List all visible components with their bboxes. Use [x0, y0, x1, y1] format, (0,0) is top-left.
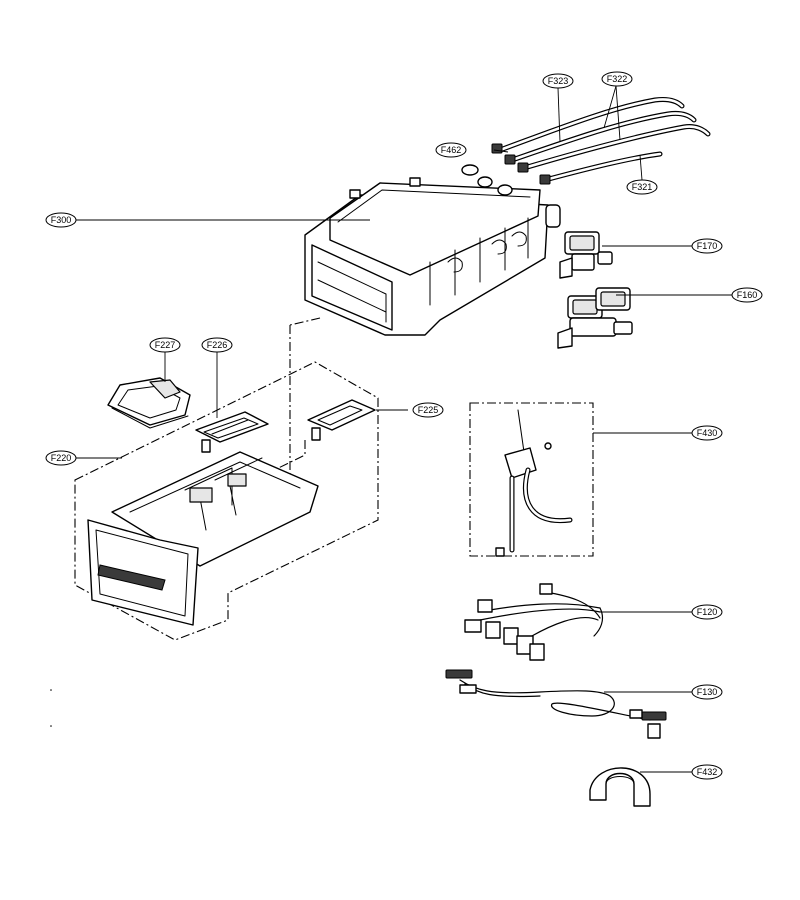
callout-F226: F226 [201, 337, 233, 353]
wire-harness-long [445, 669, 667, 739]
stray-dot [50, 689, 52, 691]
callout-label-F323: F323 [548, 76, 569, 86]
callout-F300: F300 [45, 212, 77, 228]
callout-label-F225: F225 [418, 405, 439, 415]
callout-label-F300: F300 [51, 215, 72, 225]
callout-F227: F227 [149, 337, 181, 353]
drain-hose-assembly [469, 402, 594, 557]
detergent-drawer [87, 451, 319, 626]
callout-label-F220: F220 [51, 453, 72, 463]
callout-label-F120: F120 [697, 607, 718, 617]
callout-F120: F120 [691, 604, 723, 620]
liquid-detergent-cup [107, 377, 191, 429]
callout-label-F430: F430 [697, 428, 718, 438]
callout-F430: F430 [691, 425, 723, 441]
callout-F225: F225 [412, 402, 444, 418]
stray-dot [50, 725, 52, 727]
callout-label-F160: F160 [737, 290, 758, 300]
water-valve-double [557, 287, 633, 349]
callout-F130: F130 [691, 684, 723, 700]
callout-label-F322: F322 [607, 74, 628, 84]
callout-label-F462: F462 [441, 145, 462, 155]
callout-F462: F462 [435, 142, 467, 158]
callout-F160: F160 [731, 287, 763, 303]
softener-cap [195, 411, 269, 453]
inlet-hoses [491, 97, 711, 185]
leader-lines [76, 85, 732, 773]
wire-harness [464, 583, 604, 661]
callout-F322: F322 [601, 71, 633, 87]
callout-F170: F170 [691, 238, 723, 254]
callout-label-F170: F170 [697, 241, 718, 251]
callout-label-F227: F227 [155, 340, 176, 350]
callout-label-F226: F226 [207, 340, 228, 350]
callout-label-F432: F432 [697, 767, 718, 777]
callout-label-F130: F130 [697, 687, 718, 697]
bleach-cap [307, 399, 376, 441]
callout-F323: F323 [542, 73, 574, 89]
callout-F432: F432 [691, 764, 723, 780]
callout-label-F321: F321 [632, 182, 653, 192]
hose-clamp [589, 767, 651, 807]
callout-F321: F321 [626, 179, 658, 195]
water-valve-single [559, 231, 613, 279]
dispenser-housing [304, 164, 561, 336]
callout-F220: F220 [45, 450, 77, 466]
